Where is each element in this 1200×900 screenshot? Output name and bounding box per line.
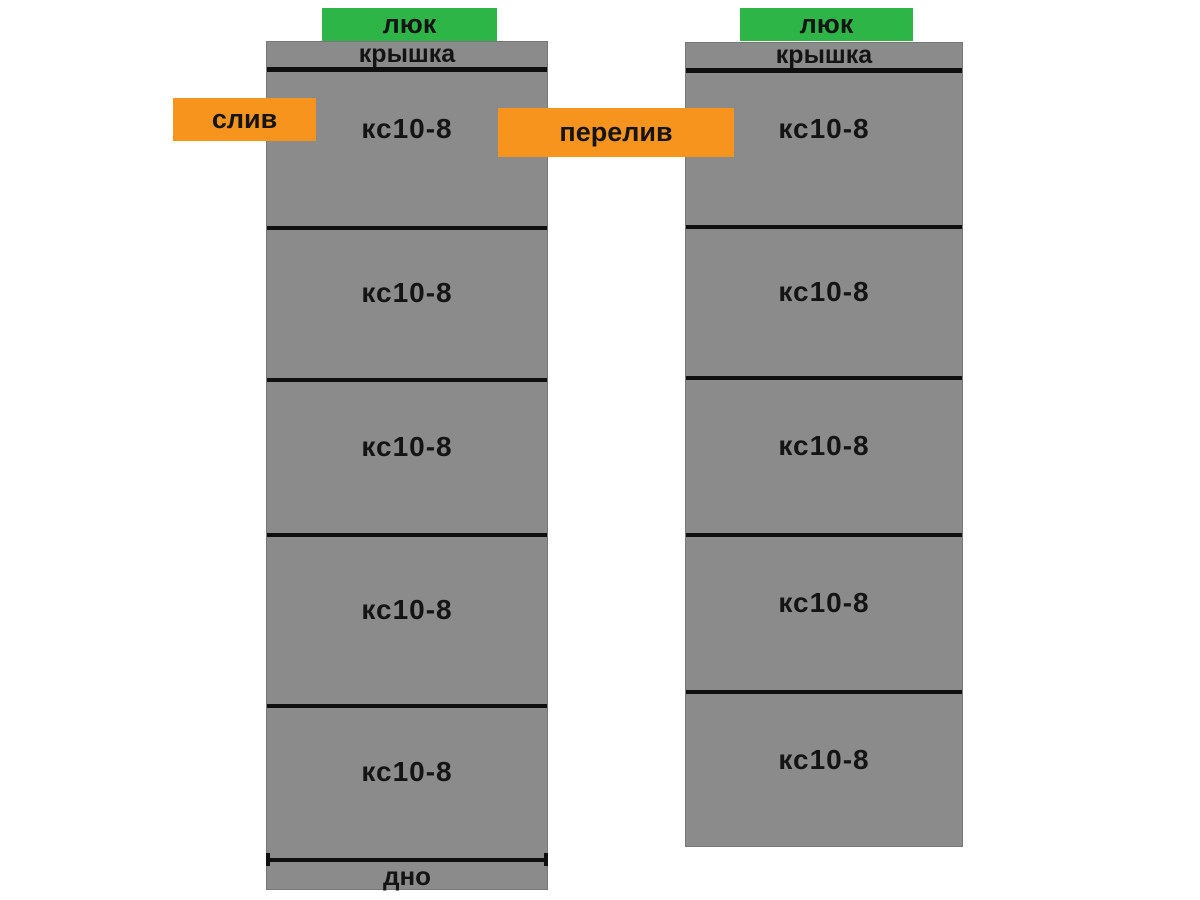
hatch-label-right-text: люк	[799, 9, 854, 39]
bottom-strip-left: дно	[266, 853, 548, 891]
tank-right: крышка кс10-8 кс10-8 кс10-8 кс10-8 кс10-8	[685, 42, 963, 847]
ring-label: кс10-8	[361, 593, 453, 625]
tank-left: крышка кс10-8 кс10-8 кс10-8 кс10-8 кс10-8 дн…	[266, 41, 548, 890]
concrete-ring: кс10-8	[686, 376, 962, 533]
ring-label: кс10-8	[361, 756, 453, 787]
hatch-label-left: люк	[322, 8, 497, 41]
rings-right: кс10-8 кс10-8 кс10-8 кс10-8 кс10-8	[686, 73, 962, 848]
ring-label: кс10-8	[778, 586, 870, 618]
ring-label: кс10-8	[778, 429, 870, 461]
overflow-label: перелив	[498, 108, 734, 157]
cover-strip-left: крышка	[267, 42, 547, 72]
ring-label: кс10-8	[361, 113, 453, 144]
drain-label-text: слив	[211, 104, 278, 134]
concrete-ring: кс10-8	[267, 72, 547, 226]
concrete-ring: кс10-8	[686, 73, 962, 225]
cover-label-left: крышка	[358, 40, 456, 68]
concrete-ring: кс10-8	[267, 704, 547, 858]
ring-label: кс10-8	[361, 430, 453, 462]
ring-label: кс10-8	[778, 275, 870, 307]
concrete-ring: кс10-8	[686, 225, 962, 376]
ring-label: кс10-8	[778, 113, 870, 144]
cover-strip-right: крышка	[686, 43, 962, 73]
bottom-label-left: дно	[382, 860, 432, 891]
drain-label: слив	[173, 98, 316, 141]
hatch-label-left-text: люк	[382, 9, 437, 39]
concrete-ring: кс10-8	[267, 533, 547, 704]
concrete-ring: кс10-8	[267, 226, 547, 378]
concrete-ring: кс10-8	[686, 533, 962, 690]
rings-left: кс10-8 кс10-8 кс10-8 кс10-8 кс10-8	[267, 72, 547, 858]
hatch-label-right: люк	[740, 8, 913, 41]
concrete-ring: кс10-8	[686, 690, 962, 848]
overflow-label-text: перелив	[559, 117, 673, 147]
ring-label: кс10-8	[778, 744, 870, 775]
concrete-ring: кс10-8	[267, 378, 547, 533]
cover-label-right: крышка	[775, 41, 873, 69]
ring-label: кс10-8	[361, 277, 453, 308]
